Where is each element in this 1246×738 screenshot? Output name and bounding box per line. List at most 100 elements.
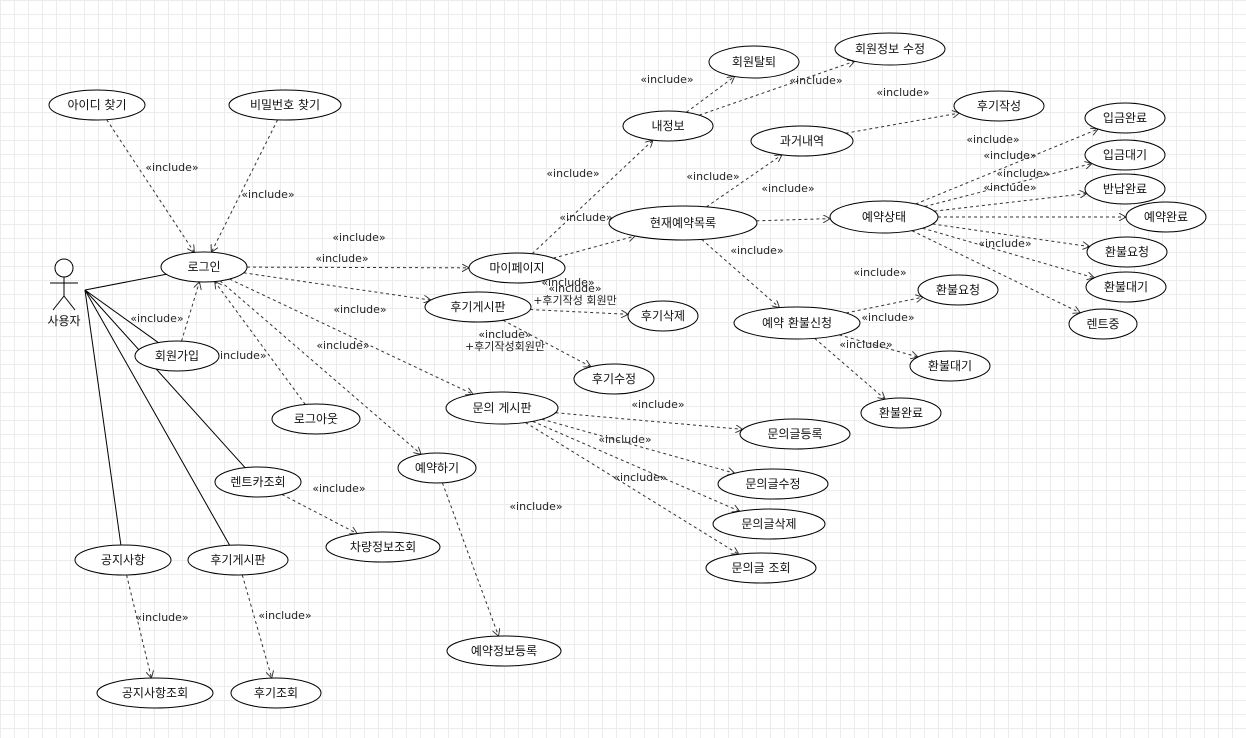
include-label: «include» — [130, 312, 183, 325]
use-case-label: 후기조회 — [254, 686, 298, 700]
include-edge-review_board-review_edit — [502, 319, 591, 367]
include-edge-mypage-current_res — [553, 236, 635, 259]
use-case-rentcar-view[interactable]: 렌트카조회 — [214, 466, 302, 498]
use-case-ellipse — [1084, 102, 1166, 134]
include-edge-res_status-refund_req — [932, 223, 1090, 247]
include-edge-refund_apply-refund_wait2 — [839, 334, 918, 357]
use-case-res-register[interactable]: 예약정보등록 — [446, 635, 562, 667]
use-case-review-board[interactable]: 후기게시판 — [424, 291, 532, 323]
use-case-history[interactable]: 과거내역 — [750, 125, 854, 157]
use-case-label: 후기게시판 — [210, 553, 265, 567]
use-case-qna-edit[interactable]: 문의글수정 — [717, 468, 829, 500]
use-case-review-view[interactable]: 후기조회 — [230, 677, 322, 709]
include-edge-signup-login — [181, 282, 200, 342]
use-case-ellipse — [622, 110, 714, 142]
include-edge-myinfo-withdraw — [686, 76, 734, 113]
use-case-withdraw[interactable]: 회원탈퇴 — [708, 45, 800, 79]
use-case-refund-done[interactable]: 환불완료 — [860, 397, 942, 429]
include-label: «include» — [853, 266, 906, 279]
use-case-ellipse — [705, 552, 817, 584]
use-case-ellipse — [424, 291, 532, 323]
include-label: «include» — [541, 276, 594, 289]
use-case-paid[interactable]: 입금완료 — [1084, 102, 1166, 134]
include-edge-res_status-paid — [915, 129, 1098, 205]
use-case-label: 현재예약목록 — [650, 215, 716, 230]
use-case-refund-wait2[interactable]: 환불대기 — [909, 350, 991, 382]
include-edge-res_status-pay_wait — [924, 163, 1092, 207]
use-case-label: 입금완료 — [1103, 111, 1147, 125]
use-case-label: 렌트카조회 — [230, 475, 285, 489]
use-case-notice[interactable]: 공지사항 — [74, 544, 172, 576]
actor-head — [54, 258, 74, 278]
use-case-qna-board[interactable]: 문의 게시판 — [445, 391, 559, 425]
use-case-review-edit[interactable]: 후기수정 — [573, 363, 655, 395]
use-case-ellipse — [860, 397, 942, 429]
use-case-ellipse — [829, 200, 939, 234]
include-label: «include» — [316, 339, 369, 352]
use-case-reserve[interactable]: 예약하기 — [397, 452, 477, 484]
use-case-refund-req[interactable]: 환불요청 — [1086, 236, 1168, 268]
use-case-ellipse — [214, 466, 302, 498]
include-label: «include» — [333, 303, 386, 316]
use-case-review-board2[interactable]: 후기게시판 — [187, 544, 289, 576]
use-case-res-done[interactable]: 예약완료 — [1125, 201, 1207, 233]
use-case-ellipse — [708, 45, 800, 79]
include-label: «include» — [839, 338, 892, 351]
use-case-label: 입금대기 — [1103, 148, 1147, 162]
use-case-refund-req2[interactable]: 환불요청 — [917, 274, 999, 306]
use-case-myinfo[interactable]: 내정보 — [622, 110, 714, 142]
include-edge-res_status-renting — [911, 230, 1080, 313]
include-edge-login-review_board — [243, 272, 431, 300]
use-case-ellipse — [717, 468, 829, 500]
use-case-pay-wait[interactable]: 입금대기 — [1084, 139, 1166, 171]
use-case-label: 예약상태 — [862, 209, 906, 224]
include-label: «include» — [966, 133, 1019, 146]
use-case-returned[interactable]: 반납완료 — [1084, 173, 1166, 205]
use-case-notice-view[interactable]: 공지사항조회 — [96, 677, 214, 709]
use-case-ellipse — [74, 544, 172, 576]
include-label: «include» — [546, 167, 599, 180]
use-case-label: 로그아웃 — [294, 412, 338, 426]
include-label: «include»+후기작성 회원만 — [533, 282, 617, 307]
include-label: «include» — [978, 237, 1031, 250]
use-case-label: 환불완료 — [879, 406, 923, 420]
use-case-write-review[interactable]: 후기작성 — [953, 90, 1045, 122]
use-case-ellipse — [1085, 271, 1167, 303]
use-case-current-res[interactable]: 현재예약목록 — [608, 205, 758, 241]
use-case-login[interactable]: 로그인 — [160, 251, 248, 283]
use-case-ellipse — [468, 252, 566, 284]
include-label: «include» — [213, 349, 266, 362]
use-case-edit-info[interactable]: 회원정보 수정 — [834, 32, 946, 66]
include-label: «include» — [598, 433, 651, 446]
include-label: «include» — [312, 482, 365, 495]
use-case-ellipse — [48, 89, 146, 121]
include-edge-qna_board-qna_delete — [532, 420, 740, 511]
use-case-ellipse — [627, 300, 699, 332]
include-label: «include» — [983, 181, 1036, 194]
include-label: «include» — [241, 188, 294, 201]
use-case-review-delete[interactable]: 후기삭제 — [627, 300, 699, 332]
use-case-qna-delete[interactable]: 문의글삭제 — [712, 508, 826, 540]
use-case-res-status[interactable]: 예약상태 — [829, 200, 939, 234]
use-case-qna-register[interactable]: 문의글등록 — [739, 418, 851, 450]
use-case-label: 예약정보등록 — [471, 643, 537, 658]
use-case-label: 환불요청 — [1105, 245, 1149, 259]
use-case-label: 차량정보조회 — [350, 540, 416, 554]
use-case-renting[interactable]: 렌트중 — [1068, 308, 1138, 340]
use-case-find-id[interactable]: 아이디 찾기 — [48, 89, 146, 121]
include-edge-res_status-refund_wait — [922, 227, 1095, 278]
use-case-label: 회원정보 수정 — [855, 42, 925, 56]
use-case-find-pw[interactable]: 비밀번호 찾기 — [228, 89, 342, 121]
use-case-ellipse — [733, 306, 861, 340]
use-case-refund-apply[interactable]: 예약 환불신청 — [733, 306, 861, 340]
use-case-mypage[interactable]: 마이페이지 — [468, 252, 566, 284]
use-case-signup[interactable]: 회원가입 — [134, 340, 220, 372]
use-case-car-info[interactable]: 차량정보조회 — [325, 531, 441, 563]
use-case-label: 렌트중 — [1086, 317, 1119, 331]
include-label: «include» — [876, 86, 929, 99]
use-case-refund-wait[interactable]: 환불대기 — [1085, 271, 1167, 303]
use-case-logout[interactable]: 로그아웃 — [271, 403, 361, 435]
association-notice — [84, 289, 122, 546]
use-case-qna-view[interactable]: 문의글 조회 — [705, 552, 817, 584]
